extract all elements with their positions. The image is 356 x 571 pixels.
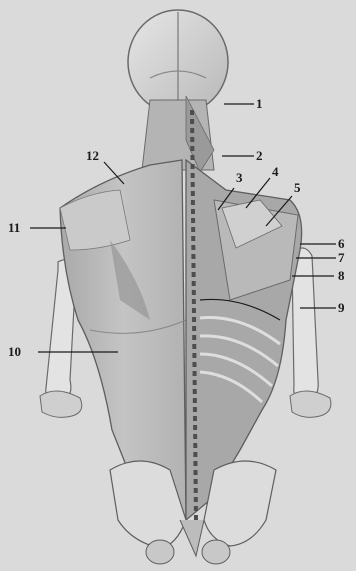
label-6-text: 6: [338, 236, 345, 251]
label-12-text: 12: [86, 148, 99, 163]
label-9-text: 9: [338, 300, 345, 315]
trunk-right-deep: [186, 110, 302, 520]
label-5-text: 5: [294, 180, 301, 195]
label-8-text: 8: [338, 268, 345, 283]
right-arm: [290, 248, 331, 417]
label-7-text: 7: [338, 250, 345, 265]
label-11-text: 11: [8, 220, 20, 235]
head: [128, 10, 228, 114]
label-1-text: 1: [256, 96, 263, 111]
label-4-text: 4: [272, 164, 279, 179]
label-10-text: 10: [8, 344, 21, 359]
label-2: 2: [222, 148, 263, 163]
label-1: 1: [224, 96, 263, 111]
label-2-text: 2: [256, 148, 263, 163]
label-11: 11: [8, 220, 66, 235]
label-12: 12: [86, 148, 124, 184]
label-3-text: 3: [236, 170, 243, 185]
